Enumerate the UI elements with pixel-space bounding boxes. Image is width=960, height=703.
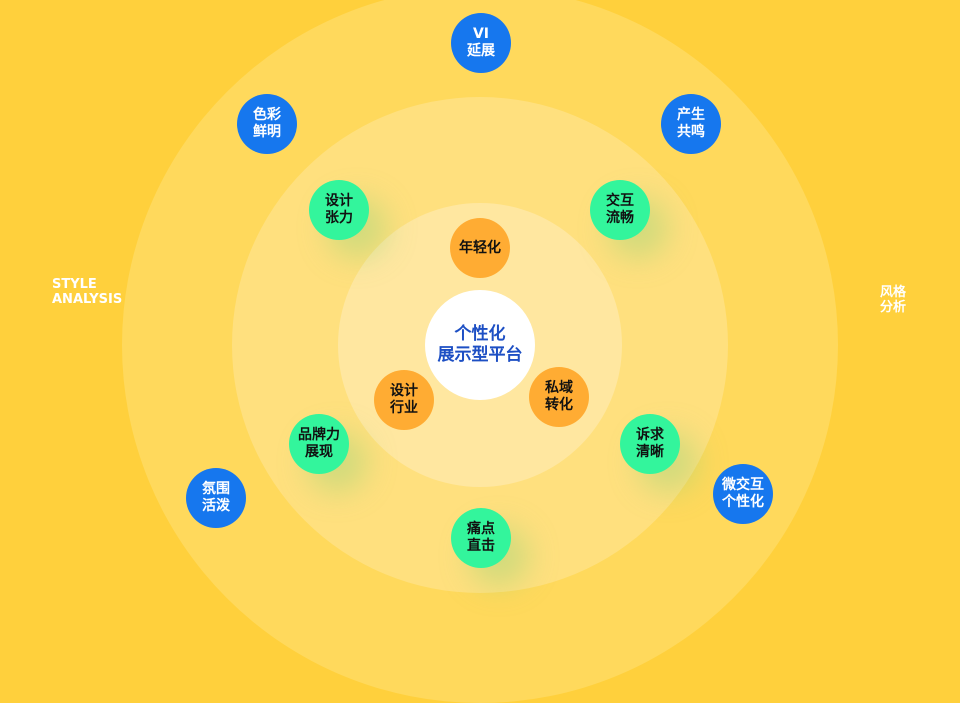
- node-line: 个性化: [722, 494, 764, 510]
- node-brand-power: 品牌力展现: [289, 414, 349, 474]
- node-line: 设计: [325, 193, 353, 209]
- node-clear-appeal: 诉求清晰: [620, 414, 680, 474]
- node-line: 直击: [467, 538, 495, 554]
- node-youthful: 年轻化: [450, 218, 510, 278]
- node-line: 微交互: [722, 477, 764, 493]
- node-line: 氛围: [202, 481, 230, 497]
- node-line: 转化: [545, 397, 573, 413]
- node-line: 鲜明: [253, 124, 281, 140]
- style-analysis-cn-label: 风格 分析: [880, 285, 906, 315]
- node-line: 交互: [606, 193, 634, 209]
- node-smooth-interaction: 交互流畅: [590, 180, 650, 240]
- node-private-conversion: 私域转化: [529, 367, 589, 427]
- label-line: 风格: [880, 285, 907, 300]
- node-line: 私域: [545, 380, 573, 396]
- node-line: 共鸣: [677, 124, 705, 140]
- node-vivid-color: 色彩鲜明: [237, 94, 297, 154]
- center-line: 个性化: [454, 324, 506, 344]
- node-line: 诉求: [636, 427, 664, 443]
- label-line: STYLE: [52, 277, 97, 292]
- node-line: 产生: [677, 107, 705, 123]
- node-design-tension: 设计张力: [309, 180, 369, 240]
- node-line: 展现: [305, 444, 333, 460]
- style-analysis-label: STYLE ANALYSIS: [52, 277, 122, 307]
- node-micro-interaction: 微交互个性化: [713, 464, 773, 524]
- node-line: 延展: [467, 43, 495, 59]
- node-line: 活泼: [202, 498, 230, 514]
- node-design-industry: 设计行业: [374, 370, 434, 430]
- node-pain-point: 痛点直击: [451, 508, 511, 568]
- node-line: 年轻化: [459, 239, 501, 256]
- label-line: 分析: [880, 300, 907, 315]
- node-line: 清晰: [636, 444, 664, 460]
- node-line: 色彩: [253, 107, 281, 123]
- node-line: VI: [472, 26, 490, 42]
- node-line: 设计: [390, 383, 418, 399]
- node-line: 痛点: [467, 521, 495, 537]
- center-node: 个性化 展示型平台: [425, 290, 535, 400]
- center-line: 展示型平台: [437, 345, 523, 365]
- node-line: 行业: [390, 400, 418, 416]
- node-lively-atmosphere: 氛围活泼: [186, 468, 246, 528]
- node-line: 张力: [325, 210, 353, 226]
- label-line: ANALYSIS: [52, 292, 123, 307]
- node-line: 流畅: [606, 210, 634, 226]
- node-resonance: 产生共鸣: [661, 94, 721, 154]
- node-line: 品牌力: [298, 427, 340, 443]
